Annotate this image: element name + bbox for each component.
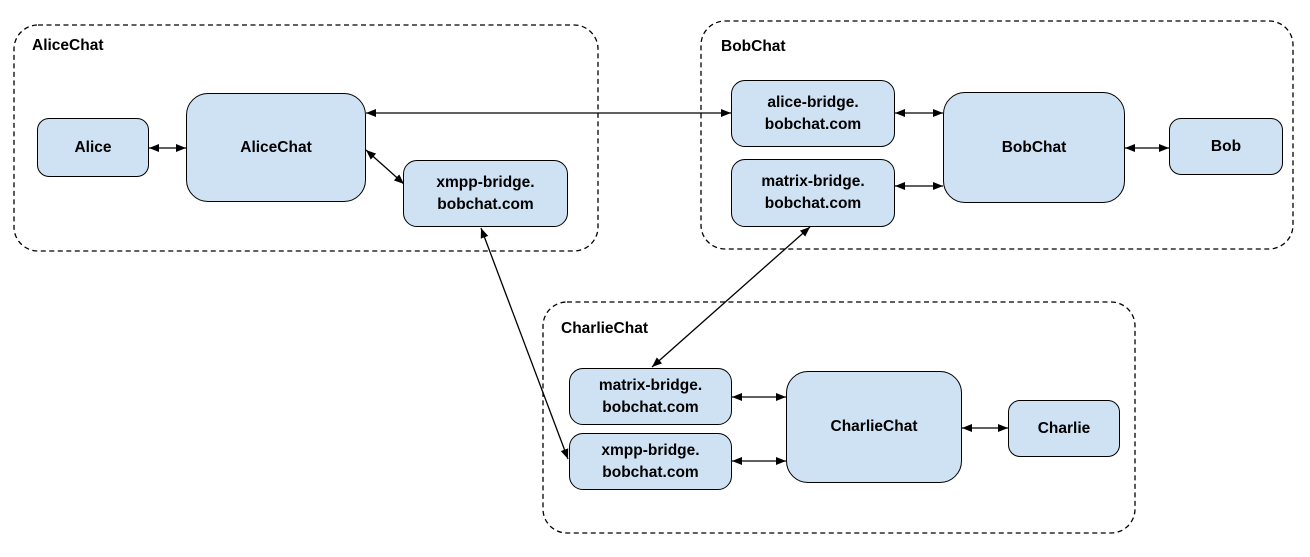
group-title-alicechat: AliceChat — [32, 37, 104, 54]
node-alice-label: Alice — [74, 138, 112, 156]
node-charliechat-server-label: CharlieChat — [830, 418, 918, 435]
group-bobchat-boundary — [700, 20, 1294, 250]
node-xmpp-bridge-charliechat: xmpp-bridge. bobchat.com — [569, 433, 732, 490]
node-charlie: Charlie — [1008, 400, 1120, 457]
edge-alicechat-xmppbridge — [365, 149, 405, 185]
node-charlie-label: Charlie — [1037, 419, 1091, 437]
node-bob: Bob — [1169, 118, 1283, 175]
edge-bobmatrixbridge-charliematrixbridge — [651, 226, 811, 368]
node-alicechat-server: AliceChat — [186, 93, 366, 202]
node-matrix-bridge-bobchat: matrix-bridge. bobchat.com — [731, 159, 895, 227]
node-charliechat-server: CharlieChat — [786, 371, 962, 483]
node-alice: Alice — [37, 118, 149, 177]
node-alicechat-server-label: AliceChat — [240, 138, 312, 156]
node-matrix-bridge-charliechat-label: matrix-bridge. bobchat.com — [598, 376, 703, 416]
node-xmpp-bridge-charliechat-label: xmpp-bridge. bobchat.com — [601, 441, 700, 481]
node-bob-label: Bob — [1210, 137, 1242, 155]
group-title-charliechat: CharlieChat — [561, 320, 648, 337]
group-alicechat-boundary — [13, 24, 599, 252]
node-alice-bridge-bobchat: alice-bridge. bobchat.com — [731, 80, 895, 147]
node-xmpp-bridge-alicechat: xmpp-bridge. bobchat.com — [403, 160, 568, 227]
edge-alicexmppbridge-charliexmppbridge — [480, 227, 569, 460]
group-title-bobchat: BobChat — [721, 38, 786, 55]
node-bobchat-server-label: BobChat — [1001, 138, 1067, 156]
node-xmpp-bridge-alicechat-label: xmpp-bridge. bobchat.com — [436, 173, 535, 213]
node-matrix-bridge-bobchat-label: matrix-bridge. bobchat.com — [761, 173, 865, 212]
node-bobchat-server: BobChat — [943, 92, 1125, 203]
node-matrix-bridge-charliechat: matrix-bridge. bobchat.com — [569, 368, 732, 425]
node-alice-bridge-bobchat-label: alice-bridge. bobchat.com — [764, 93, 862, 133]
